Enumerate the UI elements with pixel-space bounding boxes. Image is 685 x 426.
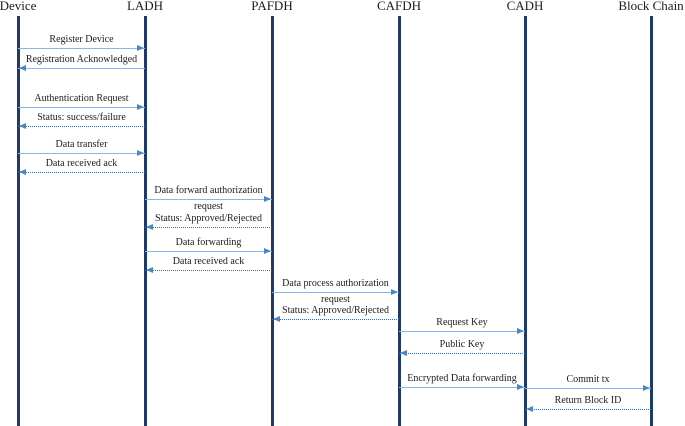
lifeline-block-chain [649,16,653,426]
message-line-status-approved-rejected [272,319,399,320]
message-label-data-received-ack: Data received ack [45,158,118,169]
message-line-registration-acknowledged [18,68,145,69]
message-label-data-forward-authorization-line2: request [194,201,223,212]
message-label-data-process-authorization-line2: request [321,294,350,305]
arrowhead-icon [517,328,524,334]
message-label-data-forwarding: Data forwarding [175,237,242,248]
message-line-encrypted-data-forwarding [399,387,525,388]
message-line-commit-tx [525,388,651,389]
lifeline-device [16,16,20,426]
message-label-status-success-failure: Status: success/failure [37,112,126,123]
message-line-data-forwarding [145,251,272,252]
message-label-data-transfer: Data transfer [55,139,108,150]
message-label-request-key: Request Key [436,317,488,328]
arrowhead-icon [400,350,407,356]
arrowhead-icon [517,384,524,390]
lifeline-ladh [143,16,147,426]
message-label-authentication-request: Authentication Request [34,93,129,104]
arrowhead-icon [137,104,144,110]
message-line-return-block-id [525,409,651,410]
message-label-return-block-id: Return Block ID [554,395,622,406]
message-line-public-key [399,353,525,354]
arrowhead-icon [19,65,26,71]
actor-label-cadh: CADH [506,0,544,13]
actor-label-device: Device [0,0,37,13]
message-label-encrypted-data-forwarding: Encrypted Data forwarding [407,373,517,384]
message-line-data-received-ack [18,172,145,173]
arrowhead-icon [137,150,144,156]
actor-label-cafdh: CAFDH [376,0,422,13]
message-line-data-transfer [18,153,145,154]
arrowhead-icon [264,196,271,202]
message-label-public-key: Public Key [439,339,485,350]
actor-label-block-chain: Block Chain [618,0,684,13]
message-line-register-device [18,48,145,49]
message-line-status-approved-rejected [145,227,272,228]
message-label-status-approved-rejected: Status: Approved/Rejected [155,213,262,224]
arrowhead-icon [391,289,398,295]
actor-label-ladh: LADH [126,0,164,13]
arrowhead-icon [273,316,280,322]
message-label-data-received-ack: Data received ack [172,256,245,267]
message-line-authentication-request [18,107,145,108]
arrowhead-icon [643,385,650,391]
message-line-data-process-authorization [272,292,399,293]
lifeline-cadh [523,16,527,426]
arrowhead-icon [146,224,153,230]
message-label-register-device: Register Device [49,34,114,45]
arrowhead-icon [137,45,144,51]
lifeline-cafdh [397,16,401,426]
message-label-status-approved-rejected: Status: Approved/Rejected [282,305,389,316]
message-label-commit-tx: Commit tx [566,374,610,385]
arrowhead-icon [264,248,271,254]
message-line-data-forward-authorization [145,199,272,200]
message-line-status-success-failure [18,126,145,127]
actor-label-pafdh: PAFDH [251,0,293,13]
arrowhead-icon [19,123,26,129]
message-label-data-forward-authorization: Data forward authorization [154,185,263,196]
message-label-registration-acknowledged: Registration Acknowledged [25,54,138,65]
message-line-request-key [399,331,525,332]
message-line-data-received-ack [145,270,272,271]
lifeline-pafdh [270,16,274,426]
message-label-data-process-authorization: Data process authorization [282,278,389,289]
arrowhead-icon [526,406,533,412]
arrowhead-icon [19,169,26,175]
arrowhead-icon [146,267,153,273]
